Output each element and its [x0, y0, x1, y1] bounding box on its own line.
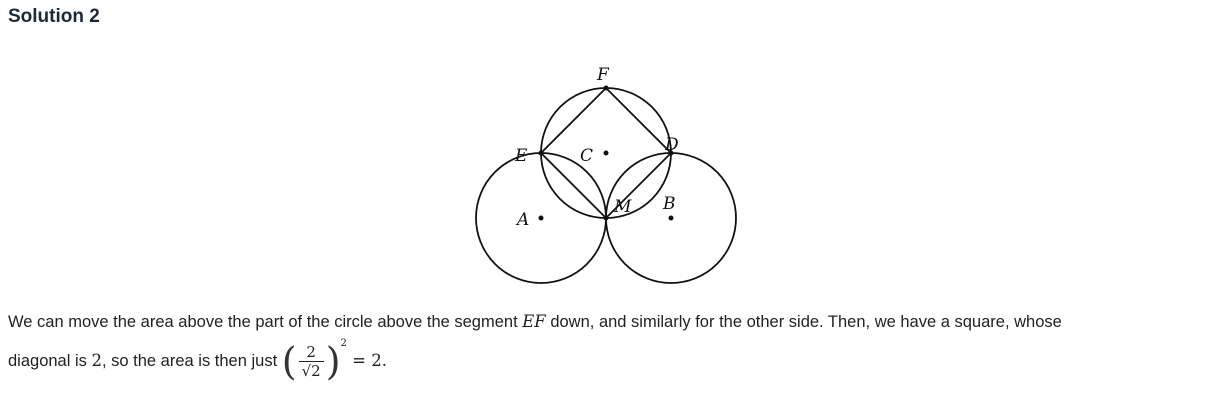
- point-f: [603, 85, 609, 91]
- paragraph-line-1: We can move the area above the part of t…: [8, 312, 1062, 332]
- point-c: [603, 150, 609, 156]
- geometry-diagram: F E C D M B A: [475, 65, 737, 284]
- point-d: [668, 150, 674, 156]
- point-m: [603, 215, 609, 221]
- label-a: A: [515, 210, 529, 230]
- exponent: 2: [340, 338, 347, 349]
- paragraph-line-2: diagonal is 2, so the area is then just …: [8, 338, 387, 384]
- point-a: [538, 215, 544, 221]
- label-b: B: [662, 194, 676, 214]
- text: diagonal is: [8, 352, 92, 370]
- numerator: 2: [298, 343, 324, 363]
- label-m: M: [613, 197, 632, 217]
- point-e: [538, 150, 544, 156]
- math-segment-ef: EF: [522, 312, 546, 331]
- label-c: C: [580, 146, 593, 166]
- label-f: F: [596, 65, 610, 85]
- section-heading: Solution 2: [8, 6, 100, 27]
- text: down, and similarly for the other side. …: [545, 313, 1062, 331]
- label-e: E: [514, 146, 528, 166]
- denominator: √2: [301, 362, 321, 381]
- math-result: = 2.: [346, 351, 387, 370]
- math-number: 2: [91, 351, 102, 370]
- text: , so the area is then just: [101, 352, 282, 370]
- math-fraction: 2√2: [298, 343, 324, 381]
- label-d: D: [664, 135, 679, 155]
- point-b: [668, 215, 674, 221]
- text: We can move the area above the part of t…: [8, 313, 523, 331]
